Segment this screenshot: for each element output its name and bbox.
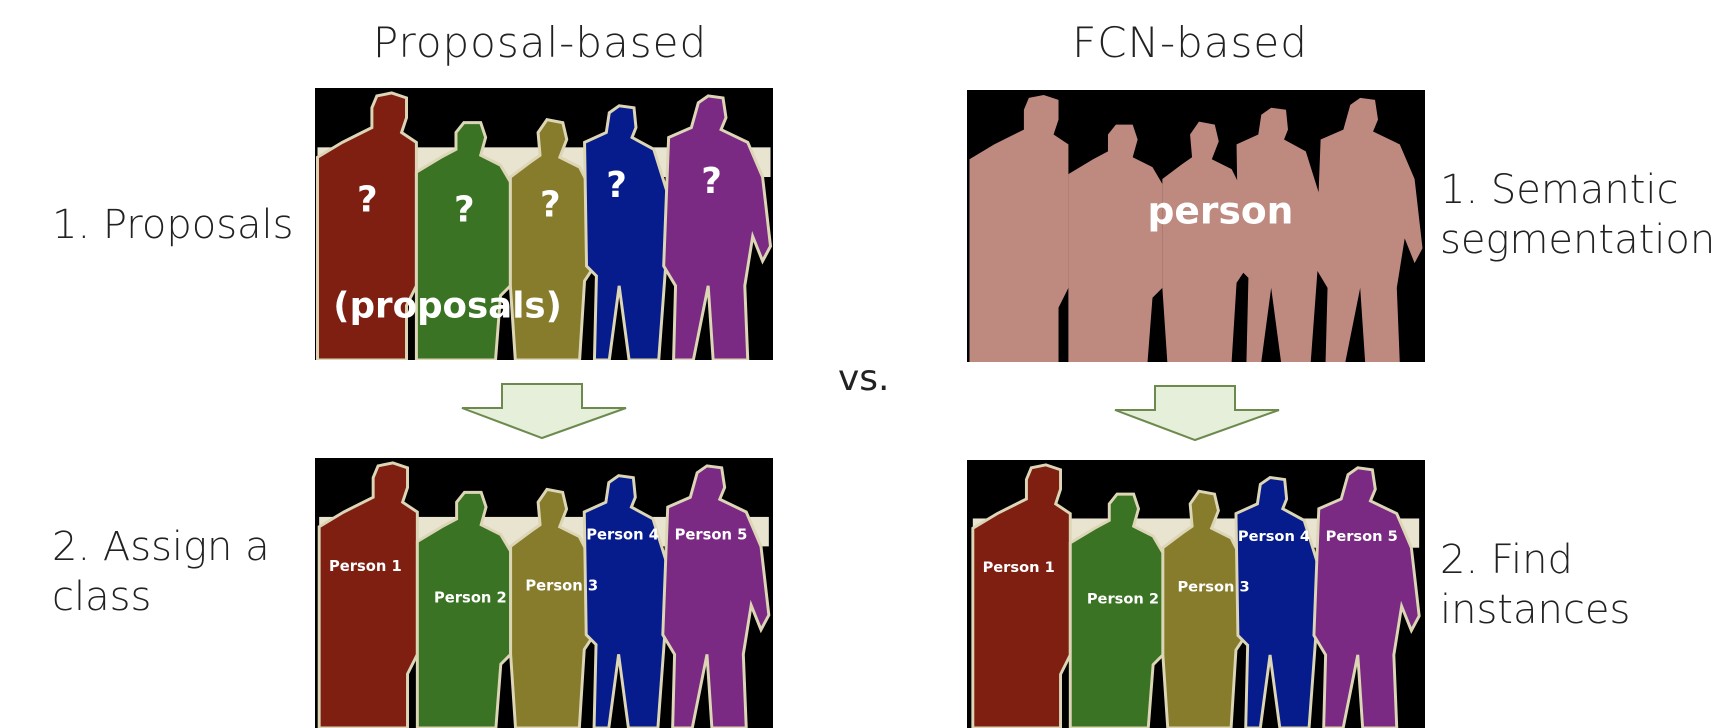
- assign-class-line2: class: [52, 574, 152, 620]
- person-1-label: Person 1: [329, 558, 402, 575]
- question-mark-5: ?: [701, 161, 722, 202]
- find-instances-figure: Person 1 Person 2 Person 3 Person 4 Pers…: [971, 463, 1421, 728]
- find-instances-step-label: 2. Find instances: [1440, 535, 1630, 635]
- person-5-label: Person 5: [675, 526, 748, 543]
- person-4-label: Person 4: [1238, 528, 1310, 545]
- semantic-line1: 1. Semantic: [1440, 167, 1679, 213]
- proposals-panel: ? ? ? ? ? (proposals): [315, 88, 773, 360]
- person-3-label: Person 3: [1177, 579, 1249, 596]
- semantic-segmentation-panel: person: [967, 90, 1425, 362]
- person-5-label: Person 5: [1326, 528, 1398, 545]
- found-silhouette-1: [971, 463, 1072, 728]
- semantic-line2: segmentation: [1440, 217, 1716, 263]
- person-1-label: Person 1: [983, 559, 1055, 576]
- instance-silhouette-5: [661, 464, 771, 728]
- proposal-silhouette-4: [583, 104, 678, 360]
- assign-class-panel: Person 1 Person 2 Person 3 Person 4 Pers…: [315, 458, 773, 728]
- proposals-step-label: 1. Proposals: [52, 202, 294, 248]
- instance-silhouette-1: [317, 461, 419, 728]
- question-mark-4: ?: [606, 165, 627, 206]
- instance-silhouette-4: [582, 474, 677, 728]
- semantic-silhouette-3: [1162, 121, 1247, 362]
- assign-class-line1: 2. Assign a: [52, 524, 270, 570]
- semantic-silhouette-1: [969, 94, 1069, 362]
- person-2-label: Person 2: [1087, 590, 1159, 607]
- left-down-arrow: [461, 383, 627, 440]
- assign-class-figure: Person 1 Person 2 Person 3 Person 4 Pers…: [317, 461, 771, 728]
- right-down-arrow: [1114, 385, 1280, 442]
- question-mark-3: ?: [540, 185, 561, 226]
- found-silhouette-4: [1234, 476, 1328, 728]
- person-3-label: Person 3: [525, 578, 598, 595]
- person-2-label: Person 2: [434, 589, 507, 606]
- proposal-based-title: Proposal-based: [372, 18, 708, 67]
- find-instances-panel: Person 1 Person 2 Person 3 Person 4 Pers…: [967, 460, 1425, 728]
- semantic-person-label: person: [1148, 189, 1294, 233]
- person-4-label: Person 4: [586, 526, 659, 543]
- proposals-caption: (proposals): [333, 285, 562, 326]
- question-mark-2: ?: [454, 190, 475, 231]
- semantic-figure: person: [969, 94, 1423, 362]
- assign-class-step-label: 2. Assign a class: [52, 522, 270, 622]
- question-mark-1: ?: [357, 180, 378, 221]
- found-silhouette-5: [1312, 466, 1421, 728]
- find-instances-line2: instances: [1440, 587, 1631, 633]
- vs-label: vs.: [838, 358, 890, 399]
- semantic-silhouette-2: [1068, 124, 1163, 362]
- semantic-segmentation-step-label: 1. Semantic segmentation: [1440, 165, 1715, 265]
- semantic-silhouette-5: [1315, 97, 1423, 362]
- fcn-based-title: FCN-based: [1072, 18, 1308, 67]
- proposals-figure: ? ? ? ? ? (proposals): [316, 91, 772, 360]
- find-instances-line1: 2. Find: [1440, 537, 1573, 583]
- semantic-silhouette-4: [1236, 107, 1328, 362]
- proposal-silhouette-5: [662, 94, 772, 360]
